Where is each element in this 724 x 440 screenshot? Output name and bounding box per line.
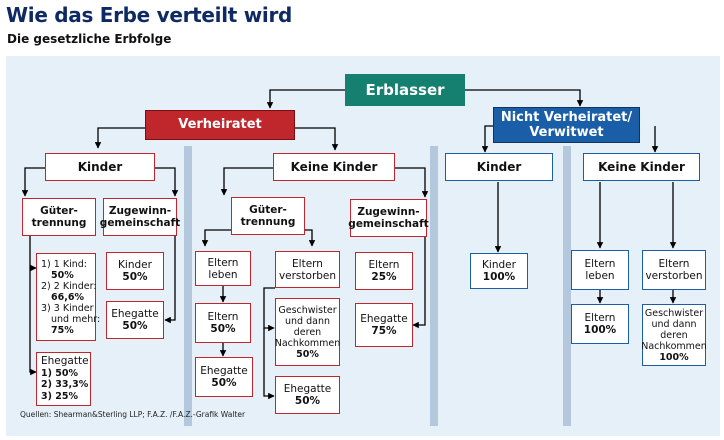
married-keine-kinder-node: Keine Kinder [273, 153, 395, 181]
gt1-ehegatte-line-2: 1) 50% [41, 367, 78, 379]
gt1-kind-line-3: 2) 2 Kinder: [41, 280, 97, 292]
gt2-geschwister-line-1: Geschwister [278, 304, 337, 316]
gt1-kind-line-4: 66,6% [51, 291, 84, 303]
gt2-eltern-label: Eltern [207, 311, 239, 323]
guetertrennung-1-ehegatte-node: Ehegatte 1) 50% 2) 33,3% 3) 25% [36, 352, 91, 406]
married-kinder-node: Kinder [45, 153, 155, 181]
gt1-ehegatte-line-3: 2) 33,3% [41, 379, 89, 390]
gt2-ehegatte-2-node: Ehegatte 50% [275, 376, 340, 414]
nv-eltern-leben-node: Eltern leben [571, 250, 629, 290]
gt2-geschwister-node: Geschwister und dann deren Nachkommen 50… [275, 298, 340, 366]
gt1-kind-line-2: 50% [51, 269, 74, 281]
nv-geschwister-node: Geschwister und dann deren Nachkommen 10… [641, 304, 707, 366]
page-subtitle: Die gesetzliche Erbfolge [7, 32, 172, 46]
gt1-kind-line-5: 3) 3 Kinder [41, 302, 94, 314]
nv-kinder-value: 100% [482, 271, 516, 283]
nv-eltern-leben-line-2: leben [585, 270, 615, 282]
nv-eltern-100-node: Eltern 100% [571, 304, 629, 344]
zg1-ehegatte-value: 50% [122, 320, 148, 332]
verheiratet-label: Verheiratet [178, 117, 262, 132]
nv-geschwister-line-2: und dann [651, 318, 697, 330]
zg1-kinder-value: 50% [122, 271, 148, 283]
guetertrennung-2-label: Güter- trennung [240, 204, 296, 228]
source-credit: Quellen: Shearman&Sterling LLP; F.A.Z. /… [20, 410, 246, 419]
nicht-verheiratet-label: Nicht Verheiratet/ Verwitwet [500, 110, 633, 140]
gt2-ehegatte-2-value: 50% [294, 395, 321, 407]
gt2-geschwister-value: 50% [296, 348, 319, 360]
married-kinder-label: Kinder [77, 160, 123, 174]
gt2-ehegatte-label: Ehegatte [200, 365, 248, 377]
erblasser-label: Erblasser [365, 81, 445, 99]
zg2-ehegatte-node: Ehegatte 75% [355, 303, 413, 347]
gt2-ehegatte-value: 50% [211, 377, 237, 389]
page-title: Wie das Erbe verteilt wird [6, 3, 293, 27]
guetertrennung-2-node: Güter- trennung [231, 197, 305, 235]
nv-kinder-100-node: Kinder 100% [470, 253, 528, 289]
gt2-eltern-leben-line-1: Eltern [207, 256, 239, 269]
nv-eltern-label: Eltern [584, 312, 616, 324]
nv-geschwister-line-4: Nachkommen [641, 340, 707, 352]
erblasser-node: Erblasser [345, 74, 465, 106]
gt2-geschwister-line-4: Nachkommen [274, 337, 341, 349]
nv-eltern-verstorben-line-1: Eltern [658, 258, 690, 270]
gt2-eltern-leben-node: Eltern leben [195, 251, 251, 286]
guetertrennung-1-node: Güter- trennung [22, 198, 96, 236]
zg2-ehegatte-label: Ehegatte [360, 313, 408, 325]
married-keine-kinder-label: Keine Kinder [290, 160, 378, 174]
zugewinn-1-ehegatte-node: Ehegatte 50% [106, 301, 164, 339]
nv-eltern-value: 100% [583, 324, 617, 336]
single-keine-kinder-node: Keine Kinder [583, 153, 700, 181]
nv-kinder-label: Kinder [482, 259, 516, 271]
nv-eltern-leben-line-1: Eltern [584, 258, 616, 270]
guetertrennung-1-kinder-node: 1) 1 Kind: 50% 2) 2 Kinder: 66,6% 3) 3 K… [36, 253, 100, 341]
gt2-eltern-50-node: Eltern 50% [195, 303, 251, 343]
verheiratet-node: Verheiratet [145, 110, 295, 140]
gt2-ehegatte-2-label: Ehegatte [283, 383, 332, 395]
gt1-ehegatte-line-4: 3) 25% [41, 390, 78, 402]
zg1-ehegatte-label: Ehegatte [111, 308, 159, 320]
zugewinn-2-label: Zugewinn- gemeinschaft [348, 206, 429, 230]
zg2-eltern-value: 25% [371, 271, 397, 283]
gt2-geschwister-line-2: und dann [285, 315, 330, 327]
nv-geschwister-value: 100% [659, 351, 689, 363]
single-kinder-label: Kinder [476, 160, 522, 174]
nv-eltern-verstorben-node: Eltern verstorben [642, 250, 706, 290]
gt2-ehegatte-node: Ehegatte 50% [195, 357, 253, 397]
gt2-geschwister-line-3: deren [293, 326, 322, 338]
zugewinn-2-node: Zugewinn- gemeinschaft [348, 199, 429, 237]
zg2-ehegatte-value: 75% [371, 325, 397, 337]
guetertrennung-1-label: Güter- trennung [31, 205, 87, 229]
zg2-eltern-node: Eltern 25% [355, 252, 413, 290]
zugewinn-1-label: Zugewinn- gemeinschaft [99, 205, 181, 229]
nv-geschwister-line-1: Geschwister [644, 307, 704, 319]
gt1-kind-line-1: 1) 1 Kind: [41, 258, 87, 270]
gt2-eltern-value: 50% [210, 323, 236, 335]
zugewinn-1-node: Zugewinn- gemeinschaft [99, 198, 181, 236]
gt2-eltern-verstorben-node: Eltern verstorben [275, 251, 340, 288]
nv-eltern-verstorben-line-2: verstorben [645, 270, 703, 282]
single-keine-kinder-label: Keine Kinder [598, 160, 685, 174]
nicht-verheiratet-node: Nicht Verheiratet/ Verwitwet [493, 107, 640, 143]
gt1-ehegatte-line-1: Ehegatte [41, 355, 89, 367]
column-divider [563, 146, 571, 426]
gt2-eltern-verstorben-line-1: Eltern [292, 257, 323, 270]
column-divider [430, 146, 438, 426]
gt1-kind-line-7: 75% [51, 324, 74, 336]
single-kinder-node: Kinder [445, 153, 553, 181]
column-divider [184, 146, 192, 426]
gt2-eltern-verstorben-line-2: verstorben [278, 269, 337, 282]
nv-geschwister-line-3: deren [660, 329, 688, 341]
zugewinn-1-kinder-node: Kinder 50% [106, 252, 164, 290]
zg1-kinder-label: Kinder [118, 259, 152, 271]
gt1-kind-line-6: und mehr: [51, 313, 101, 325]
gt2-eltern-leben-line-2: leben [208, 268, 238, 281]
zg2-eltern-label: Eltern [368, 259, 400, 271]
